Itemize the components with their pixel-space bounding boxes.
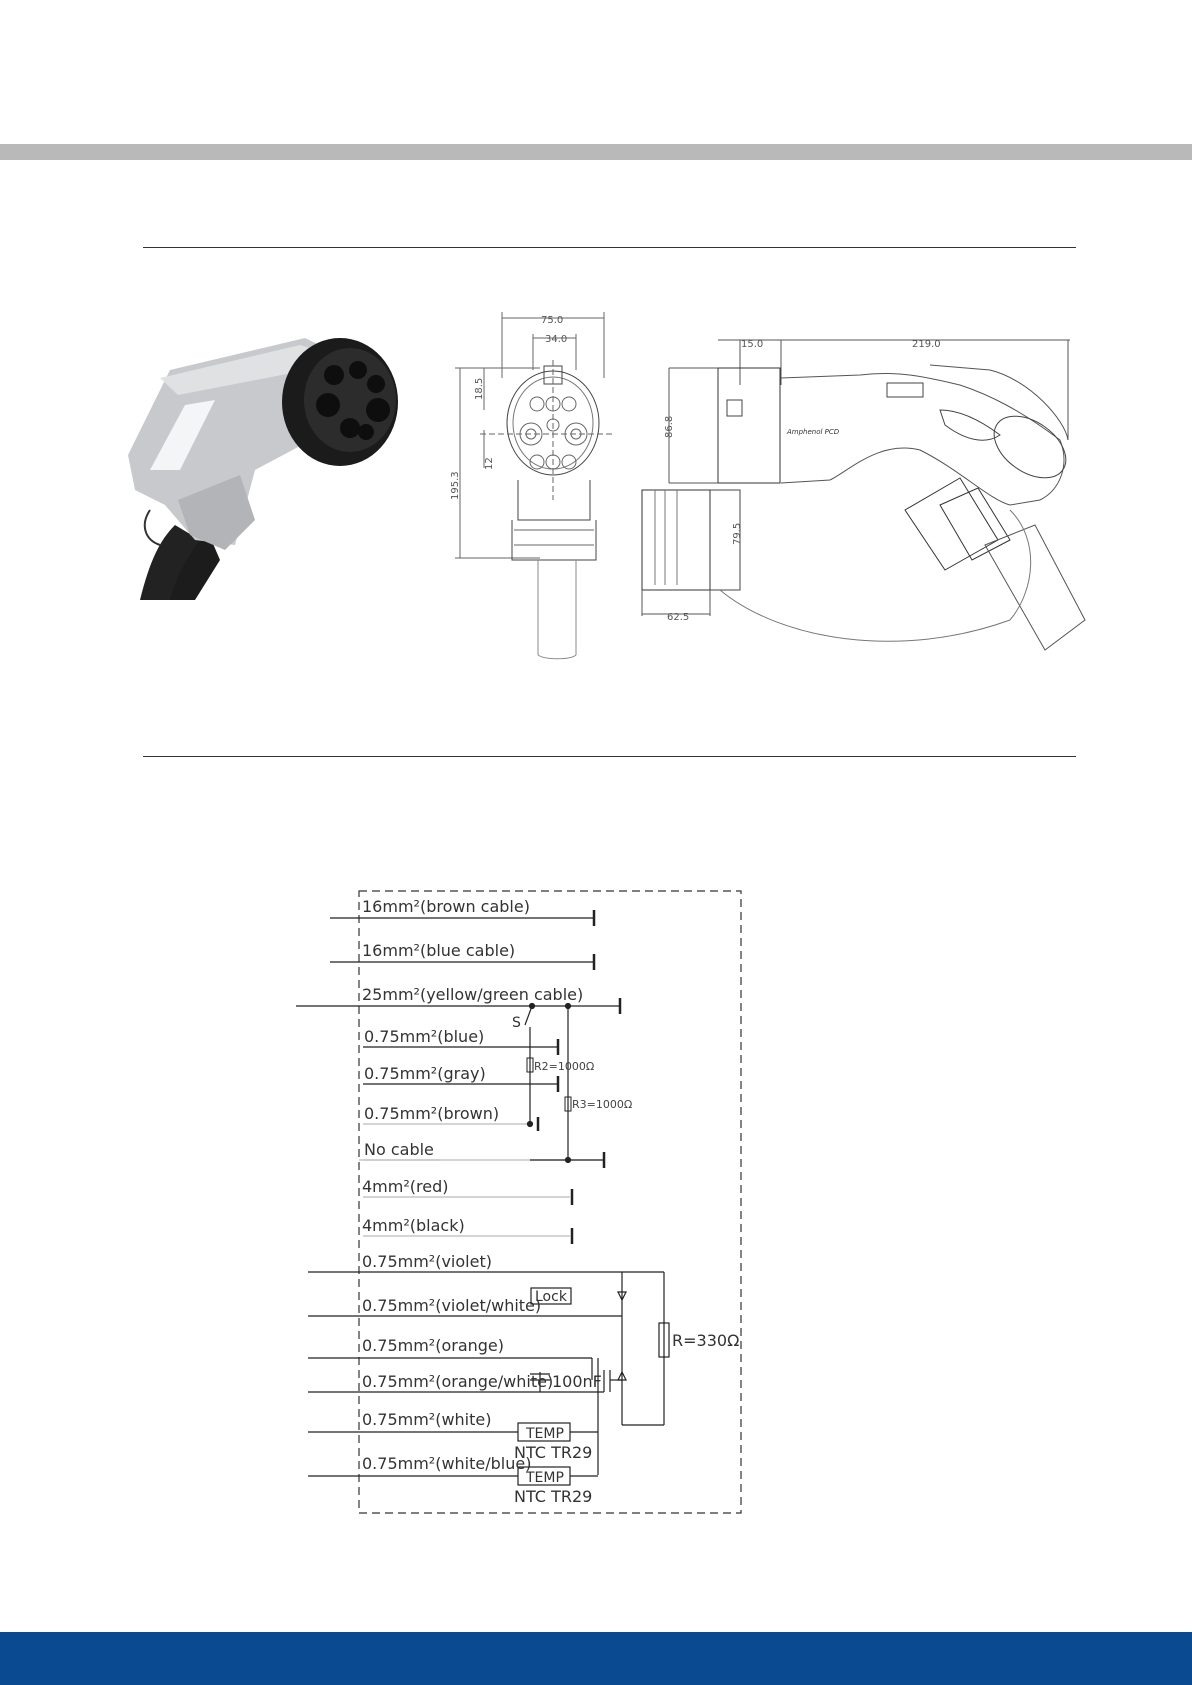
dim-79-5: 79.5 xyxy=(732,523,743,545)
wire-label-brown-16: 16mm²(brown cable) xyxy=(362,897,530,916)
section-divider-top xyxy=(143,247,1076,248)
ntc-2-label: NTC TR29 xyxy=(514,1487,592,1506)
component-labels: S R2=1000Ω R3=1000Ω Lock 100nF R=330Ω TE… xyxy=(512,1015,739,1506)
footer-band xyxy=(0,1632,1192,1685)
wire-label-black-4: 4mm²(black) xyxy=(362,1216,465,1235)
wire-label-gray-075: 0.75mm²(gray) xyxy=(364,1064,486,1083)
wire-label-no-cable: No cable xyxy=(364,1140,434,1159)
wire-label-blue-16: 16mm²(blue cable) xyxy=(362,941,515,960)
resistor-r330-label: R=330Ω xyxy=(672,1331,739,1350)
dim-height: 195.3 xyxy=(450,471,461,500)
dim-62-5: 62.5 xyxy=(667,612,689,623)
dim-width-outer: 75.0 xyxy=(541,315,563,326)
front-view-dimensions: 75.0 34.0 18.5 12 195.3 xyxy=(450,315,567,500)
brand-label: Amphenol PCD xyxy=(786,428,840,436)
header-band xyxy=(0,144,1192,160)
wire-label-violet: 0.75mm²(violet) xyxy=(362,1252,492,1271)
lock-label: Lock xyxy=(535,1289,568,1305)
temp-sensor-2-label: TEMP xyxy=(525,1470,564,1486)
dim-15: 15.0 xyxy=(741,339,763,350)
switch-label: S xyxy=(512,1015,521,1031)
wire-label-white: 0.75mm²(white) xyxy=(362,1410,491,1429)
wire-label-red-4: 4mm²(red) xyxy=(362,1177,448,1196)
connector-boundary xyxy=(358,890,742,1514)
connector-photo xyxy=(128,338,398,600)
capacitor-label: 100nF xyxy=(552,1372,602,1391)
dim-18-5: 18.5 xyxy=(474,378,485,400)
wire-label-white-blue: 0.75mm²(white/blue) xyxy=(362,1454,531,1473)
ntc-1-label: NTC TR29 xyxy=(514,1443,592,1462)
resistor-r2-label: R2=1000Ω xyxy=(534,1060,594,1073)
dim-12: 12 xyxy=(484,457,495,470)
wire-label-orange-white: 0.75mm²(orange/white) xyxy=(362,1372,553,1391)
wire-label-blue-075: 0.75mm²(blue) xyxy=(364,1027,484,1046)
resistor-r3-label: R3=1000Ω xyxy=(572,1098,632,1111)
dim-86-8: 86.8 xyxy=(664,416,675,438)
wiring-schematic: 16mm²(brown cable) 16mm²(blue cable) 25m… xyxy=(296,890,742,1514)
dim-width-inner: 34.0 xyxy=(545,334,567,345)
wire-label-brown-075: 0.75mm²(brown) xyxy=(364,1104,499,1123)
dim-219: 219.0 xyxy=(912,339,941,350)
side-view-drawing xyxy=(641,339,1086,651)
front-view-drawing xyxy=(455,312,612,660)
side-view-dimensions: 15.0 219.0 86.8 79.5 62.5 Amphenol PCD xyxy=(664,339,941,623)
wire-label-violet-white: 0.75mm²(violet/white) xyxy=(362,1296,541,1315)
wire-label-orange: 0.75mm²(orange) xyxy=(362,1336,504,1355)
wire-label-pe-25: 25mm²(yellow/green cable) xyxy=(362,985,583,1004)
wire-labels: 16mm²(brown cable) 16mm²(blue cable) 25m… xyxy=(362,897,583,1473)
temp-sensor-1-label: TEMP xyxy=(525,1426,564,1442)
section-divider-bottom xyxy=(143,756,1076,757)
